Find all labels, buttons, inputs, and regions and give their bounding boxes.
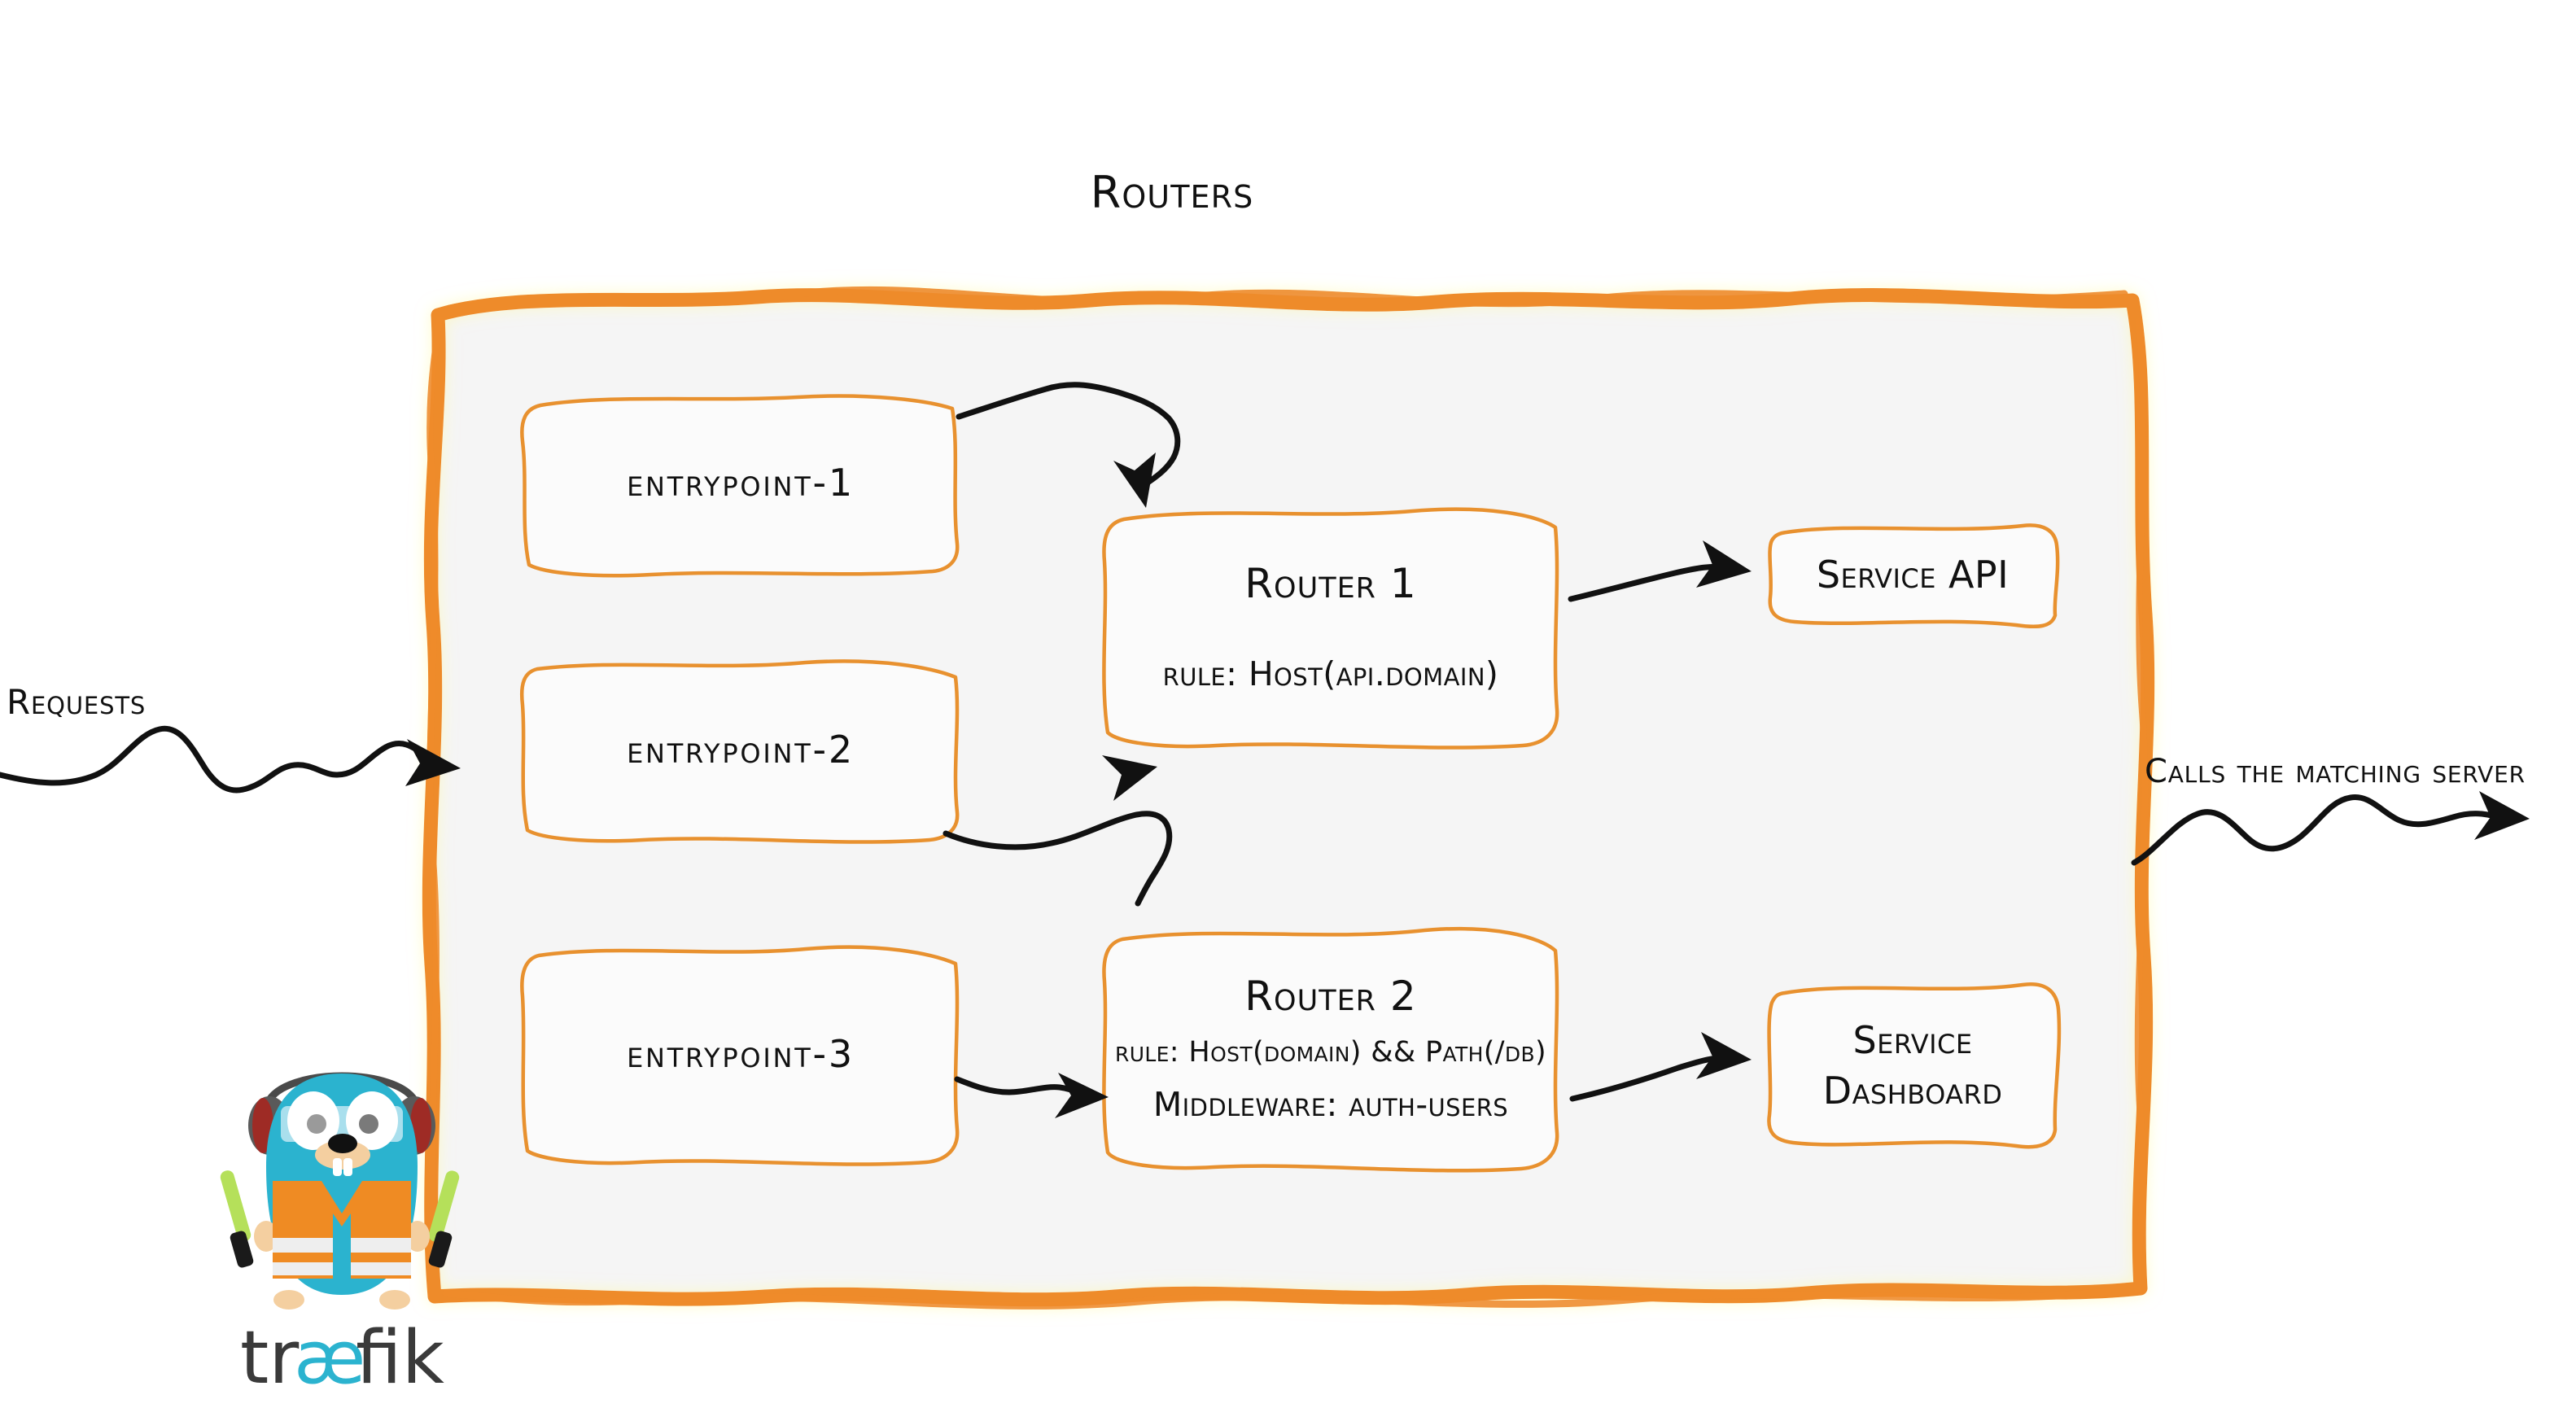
service-label: Dashboard: [1822, 1069, 2003, 1113]
entrypoint-box-1[interactable]: entrypoint-1: [513, 384, 969, 581]
gopher-foot-left: [273, 1290, 304, 1310]
gopher-wand-left: [220, 1170, 254, 1268]
arrow-ep2-router1: [942, 811, 1173, 907]
gopher-nose: [328, 1134, 357, 1153]
entrypoint-box-1-outline: [520, 394, 960, 578]
gopher-wand-right: [428, 1170, 460, 1268]
arrowhead-calls-out: [2474, 791, 2530, 840]
gopher-hand-right: [405, 1221, 430, 1252]
routers-panel-border-pass5: [426, 317, 443, 1253]
service-box-dashboard-outline: [1767, 982, 2062, 1149]
router-box-1-outline: [1102, 507, 1559, 750]
wordmark-suffix: fik: [356, 1315, 444, 1401]
gopher-tooth-left: [333, 1158, 342, 1176]
arrowhead-router1-serviceapi: [1696, 540, 1752, 588]
traefik-wordmark: tr æ fik: [240, 1315, 444, 1401]
router-middleware-line: Middleware: auth-users: [1152, 1085, 1509, 1124]
entrypoint-box-3[interactable]: entrypoint-3: [513, 936, 969, 1172]
arrow-ep1-router1: [956, 382, 1181, 492]
gopher-pupil-left: [307, 1114, 326, 1134]
entrypoint-box-3-outline: [520, 945, 960, 1166]
entrypoint-box-2[interactable]: entrypoint-2: [513, 651, 969, 848]
arrowhead-ep2-router1: [1102, 755, 1157, 801]
arrowhead-ep3-router2: [1055, 1073, 1109, 1118]
routers-panel-border-pass4: [442, 1288, 2112, 1310]
arrowhead-requests-in: [405, 739, 461, 786]
router-title: Router 1: [1244, 560, 1417, 607]
router-rule-line: rule: Host(domain) && Path(/db): [1115, 1036, 1546, 1069]
gopher-vest-stripe-gap: [333, 1238, 351, 1275]
calls-matching-server-label: Calls the matching server: [2145, 753, 2526, 790]
router-box-1[interactable]: Router 1 rule: Host(api.domain): [1095, 496, 1567, 757]
entrypoint-label: entrypoint-1: [627, 461, 855, 505]
gopher-foot-right: [379, 1290, 410, 1310]
page-title: Routers: [1090, 167, 1254, 218]
router-rule-line: rule: Host(api.domain): [1162, 654, 1499, 693]
service-label: Service API: [1816, 552, 2010, 597]
gopher-pupil-right: [359, 1114, 378, 1134]
requests-label: Requests: [7, 682, 147, 722]
arrowhead-ep1-router1: [1113, 453, 1156, 508]
arrow-calls-out: [2131, 794, 2510, 866]
gopher-tooth-right: [343, 1158, 352, 1176]
entrypoint-box-2-outline: [520, 659, 960, 844]
gopher-hand-left: [254, 1221, 278, 1252]
arrowhead-router2-dashboard: [1696, 1032, 1752, 1079]
entrypoint-label: entrypoint-3: [627, 1032, 855, 1076]
router-title: Router 2: [1244, 973, 1417, 1020]
wordmark-ligature: æ: [294, 1315, 365, 1401]
router-box-2[interactable]: Router 2 rule: Host(domain) && Path(/db)…: [1095, 918, 1567, 1178]
gopher-snout: [315, 1140, 370, 1170]
arrow-requests-in: [0, 725, 435, 794]
router-box-2-outline: [1102, 926, 1559, 1173]
service-box-dashboard[interactable]: Service Dashboard: [1762, 975, 2063, 1156]
service-box-api[interactable]: Service API: [1762, 518, 2063, 632]
service-label: Service: [1852, 1017, 1973, 1062]
service-box-api-outline: [1768, 523, 2060, 629]
routers-panel-border-pass2: [445, 286, 2128, 313]
entrypoint-label: entrypoint-2: [627, 728, 855, 772]
arrow-router2-dashboard: [1569, 1055, 1734, 1102]
wordmark-prefix: tr: [240, 1315, 299, 1401]
traefik-logo: tr æ fik: [220, 1046, 460, 1404]
